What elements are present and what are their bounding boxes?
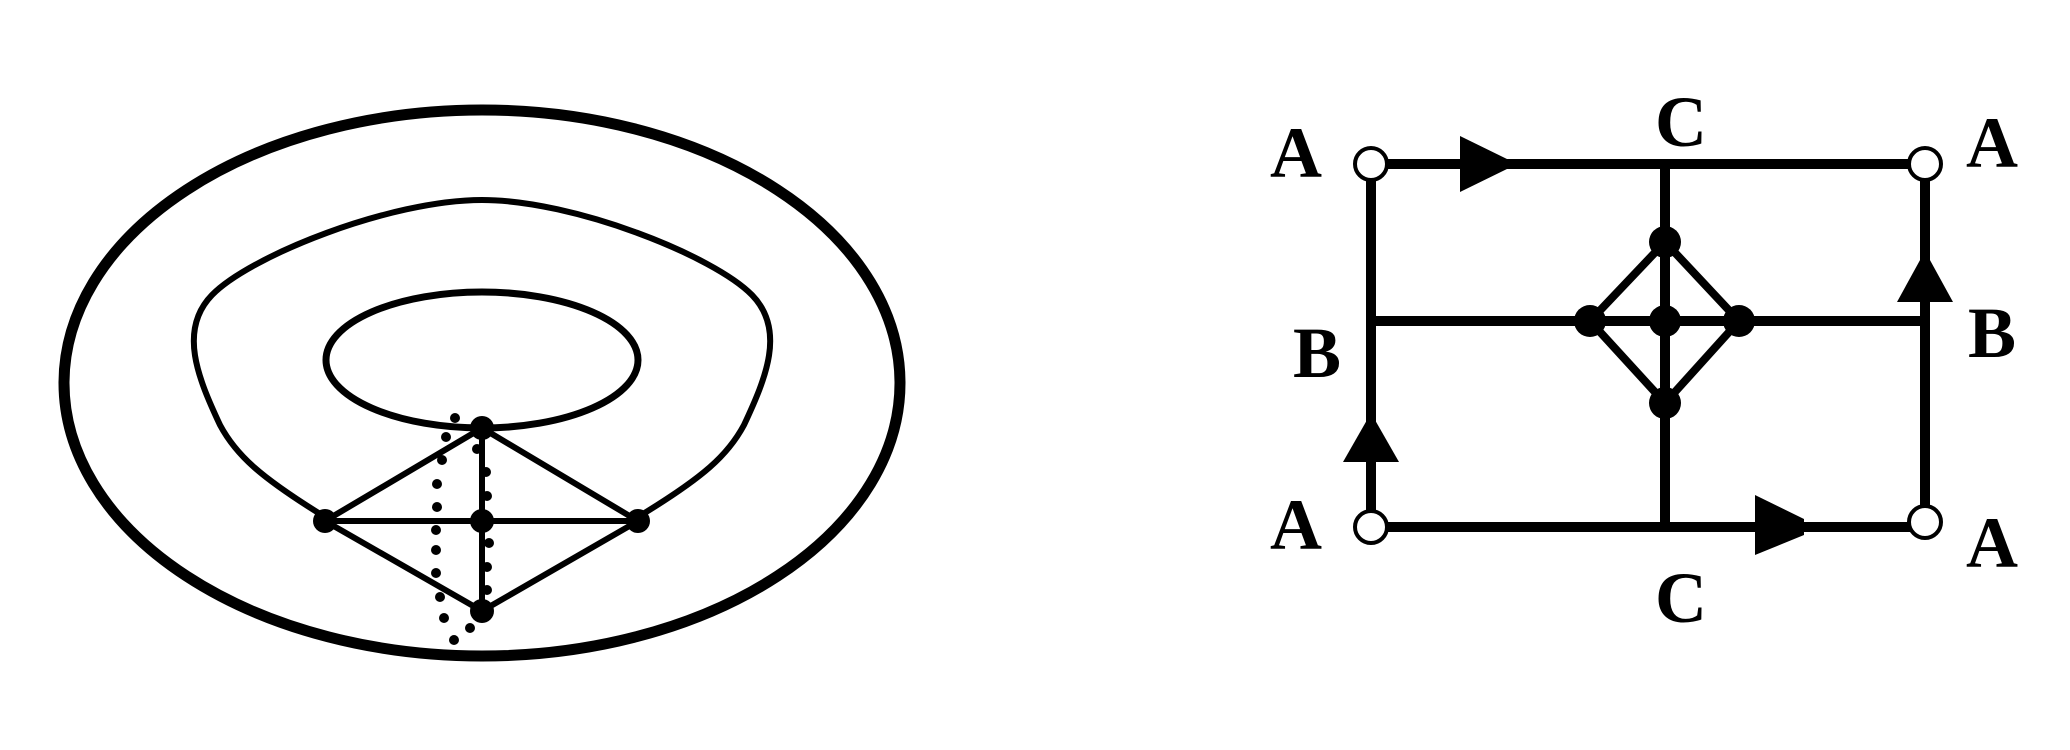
torus-outer-boundary <box>58 104 906 662</box>
label-a-top-left: A <box>1270 113 1322 193</box>
label-a-bottom-left: A <box>1270 485 1322 565</box>
square-diamond <box>1587 239 1742 406</box>
torus-graph-edges <box>322 425 641 614</box>
torus-inner-loop <box>190 197 774 520</box>
square-arrows <box>1343 136 1953 555</box>
square-corner-vertices <box>1353 146 1943 545</box>
square-frame <box>1366 159 1930 532</box>
torus-figure <box>58 104 906 662</box>
arrow-right-icon <box>1755 495 1804 555</box>
label-b-left: B <box>1293 313 1341 393</box>
label-a-top-right: A <box>1966 103 2018 183</box>
square-grid-lines <box>1371 164 1925 527</box>
label-b-right: B <box>1968 293 2016 373</box>
square-labels: A A A A B B C C <box>1270 82 2018 638</box>
square-vertices <box>1574 226 1755 419</box>
arrow-up-icon <box>1343 413 1399 462</box>
arrow-right-icon <box>1460 136 1509 192</box>
label-c-top: C <box>1655 82 1707 162</box>
torus-hole <box>322 288 642 432</box>
label-c-bottom: C <box>1655 558 1707 638</box>
torus-dotted-path-left <box>431 413 460 645</box>
square-figure: A A A A B B C C <box>1270 82 2018 638</box>
label-a-bottom-right: A <box>1966 503 2018 583</box>
torus-graph-vertices <box>313 416 650 623</box>
arrow-up-icon <box>1897 251 1953 302</box>
